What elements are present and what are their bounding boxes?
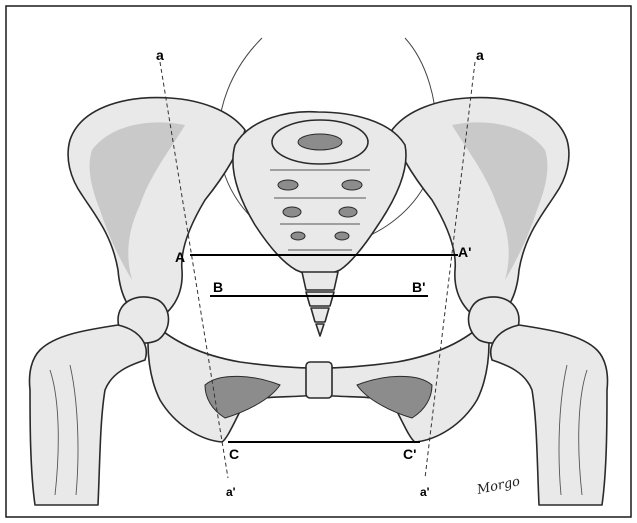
label-B-prime: B' (412, 279, 425, 295)
sacral-foramen (342, 180, 362, 190)
sacral-canal (298, 134, 342, 150)
sacral-foramen (283, 207, 301, 217)
label-axis-right-bottom: a' (420, 485, 430, 499)
label-A: A (175, 249, 185, 265)
label-C: C (229, 446, 239, 462)
label-C-prime: C' (403, 446, 416, 462)
sacral-foramen (278, 180, 298, 190)
label-axis-left-top: a (156, 47, 164, 63)
label-B: B (213, 279, 223, 295)
right-obturator-foramen (357, 376, 432, 418)
sacral-foramen (291, 232, 305, 240)
label-axis-left-bottom: a' (226, 485, 236, 499)
sacral-foramen (335, 232, 349, 240)
pubic-symphysis (306, 362, 332, 398)
label-A-prime: A' (458, 244, 471, 260)
coccyx (302, 272, 338, 336)
sacral-foramen (339, 207, 357, 217)
left-obturator-foramen (205, 376, 280, 418)
label-axis-right-top: a (476, 47, 484, 63)
left-femur (29, 325, 146, 505)
artist-signature: Morgo (475, 474, 522, 498)
